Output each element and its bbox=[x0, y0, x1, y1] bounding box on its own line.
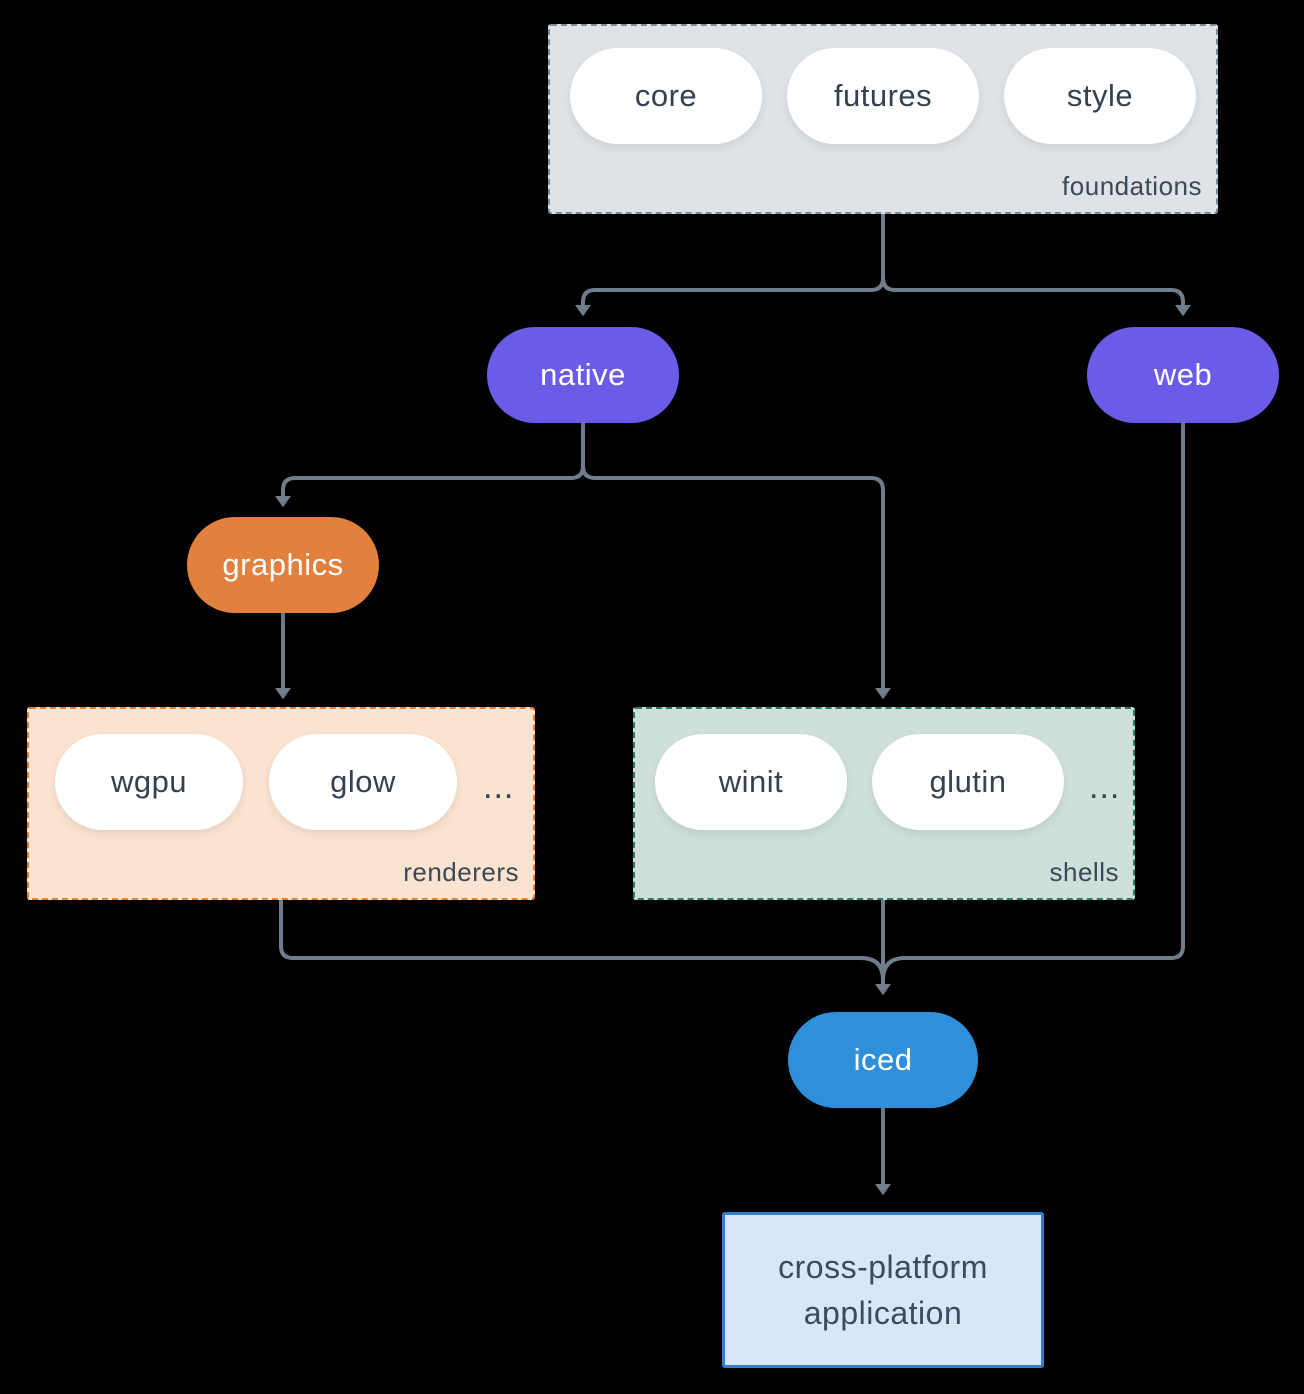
renderers-ellipsis: ... bbox=[483, 767, 515, 806]
node-graphics: graphics bbox=[187, 517, 379, 613]
node-glutin: glutin bbox=[872, 734, 1064, 830]
application-text-line1: cross-platform bbox=[778, 1248, 988, 1285]
foundations-pill-row: core futures style bbox=[570, 48, 1196, 144]
shells-ellipsis: ... bbox=[1089, 767, 1121, 806]
renderers-group-box: wgpu glow ... renderers bbox=[27, 707, 535, 900]
edge-native-to-shells bbox=[581, 422, 891, 700]
node-native: native bbox=[487, 327, 679, 423]
node-wgpu: wgpu bbox=[55, 734, 243, 830]
foundations-group-box: core futures style foundations bbox=[548, 24, 1218, 214]
shells-group-box: winit glutin ... shells bbox=[633, 707, 1135, 900]
node-core: core bbox=[570, 48, 762, 144]
shells-pill-row: winit glutin ... bbox=[655, 734, 1120, 830]
edge-native-to-graphics bbox=[275, 422, 585, 508]
node-glow: glow bbox=[269, 734, 457, 830]
node-iced: iced bbox=[788, 1012, 978, 1108]
application-text-line2: application bbox=[803, 1295, 963, 1331]
renderers-label: renderers bbox=[403, 857, 519, 887]
edge-foundations-to-native bbox=[575, 214, 885, 317]
shells-label: shells bbox=[1049, 857, 1119, 887]
node-web: web bbox=[1087, 327, 1279, 423]
edge-renderers-to-iced bbox=[279, 900, 885, 981]
node-winit: winit bbox=[655, 734, 847, 830]
node-style: style bbox=[1004, 48, 1196, 144]
node-futures: futures bbox=[787, 48, 979, 144]
cross-platform-application-box: cross-platform application bbox=[722, 1212, 1044, 1368]
foundations-label: foundations bbox=[1062, 171, 1202, 201]
renderers-pill-row: wgpu glow ... bbox=[55, 734, 514, 830]
edge-foundations-to-web bbox=[881, 214, 1191, 317]
